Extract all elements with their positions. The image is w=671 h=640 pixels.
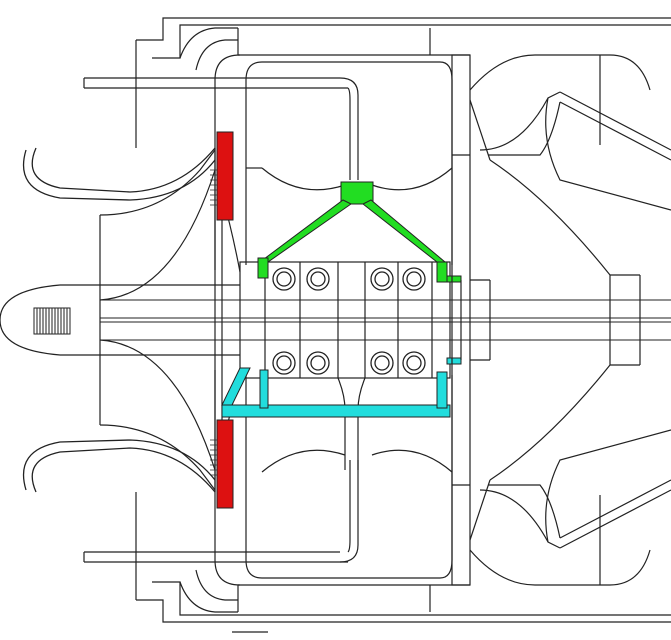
side-ports <box>83 77 359 563</box>
inlet-bellmouth <box>22 147 216 493</box>
heat-shield <box>451 54 491 586</box>
oil-supply-channel <box>257 181 462 283</box>
shaft-nut-thread <box>33 307 71 335</box>
ball-bearings <box>272 267 426 375</box>
seal-pads <box>210 131 234 509</box>
center-housing <box>239 61 453 579</box>
oil-drain-channel <box>221 357 462 418</box>
outer-casing <box>135 17 671 633</box>
shaft <box>100 299 671 341</box>
turbine-wheel <box>469 54 671 586</box>
